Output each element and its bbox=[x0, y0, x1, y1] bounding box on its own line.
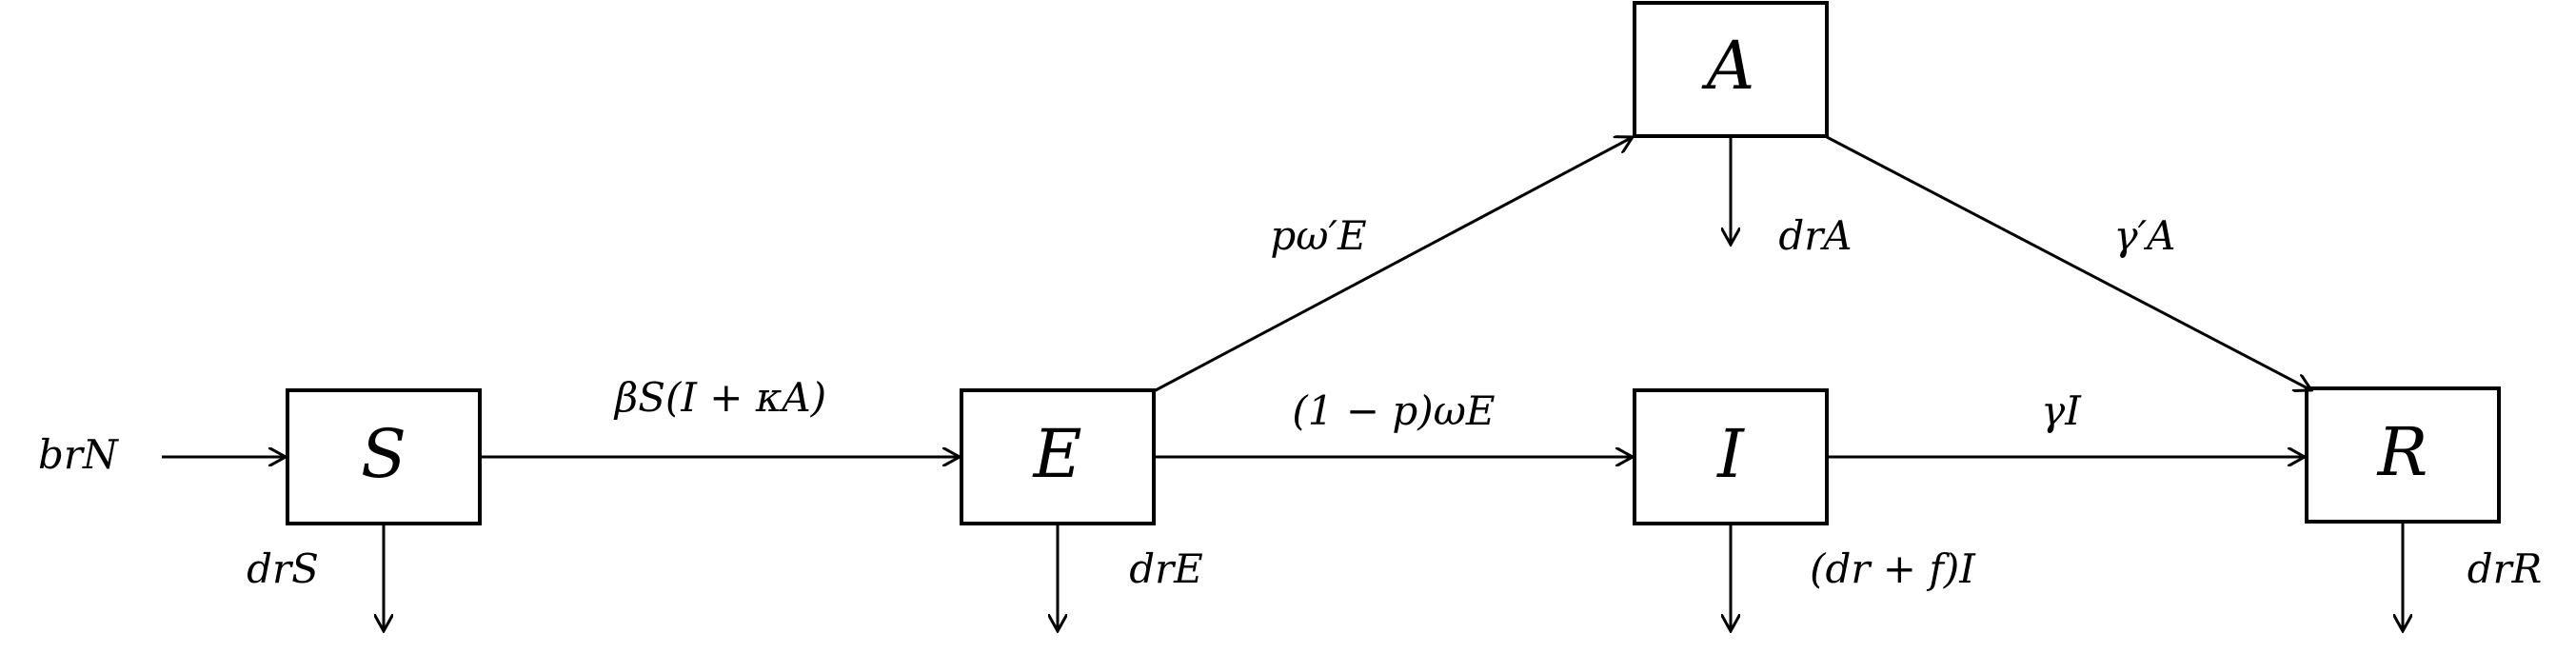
a-to-r-arrow bbox=[1826, 135, 2311, 390]
death-i-label: (dr + f)I bbox=[1810, 545, 1976, 592]
e-to-a-arrow bbox=[1153, 137, 1633, 393]
compartment-a-label: A bbox=[1701, 27, 1755, 105]
compartment-r-label: R bbox=[2376, 413, 2428, 491]
compartment-r: R bbox=[2305, 386, 2501, 524]
compartment-s: S bbox=[286, 388, 482, 525]
e-to-i-rate-label: (1 − p)ωE bbox=[1292, 387, 1495, 434]
a-to-r-rate-label: γ′A bbox=[2114, 212, 2176, 259]
compartment-e: E bbox=[960, 388, 1156, 525]
i-to-r-rate-label: γI bbox=[2041, 387, 2082, 434]
compartment-i-label: I bbox=[1715, 415, 1745, 493]
death-r-label: drR bbox=[2467, 545, 2543, 592]
s-to-e-rate-label: βS(I + κA) bbox=[613, 374, 826, 421]
compartment-s-box bbox=[286, 388, 482, 525]
compartment-s-label: S bbox=[361, 415, 406, 493]
death-a-label: drA bbox=[1778, 212, 1852, 259]
compartment-e-label: E bbox=[1031, 415, 1081, 493]
compartment-i: I bbox=[1633, 388, 1829, 525]
compartment-a: A bbox=[1633, 1, 1829, 138]
death-s-label: drS bbox=[247, 545, 319, 592]
death-e-label: drE bbox=[1129, 545, 1203, 592]
compartment-e-box bbox=[960, 388, 1156, 525]
e-to-a-rate-label: pω′E bbox=[1270, 212, 1366, 259]
birth-rate-label: brN bbox=[38, 431, 119, 478]
